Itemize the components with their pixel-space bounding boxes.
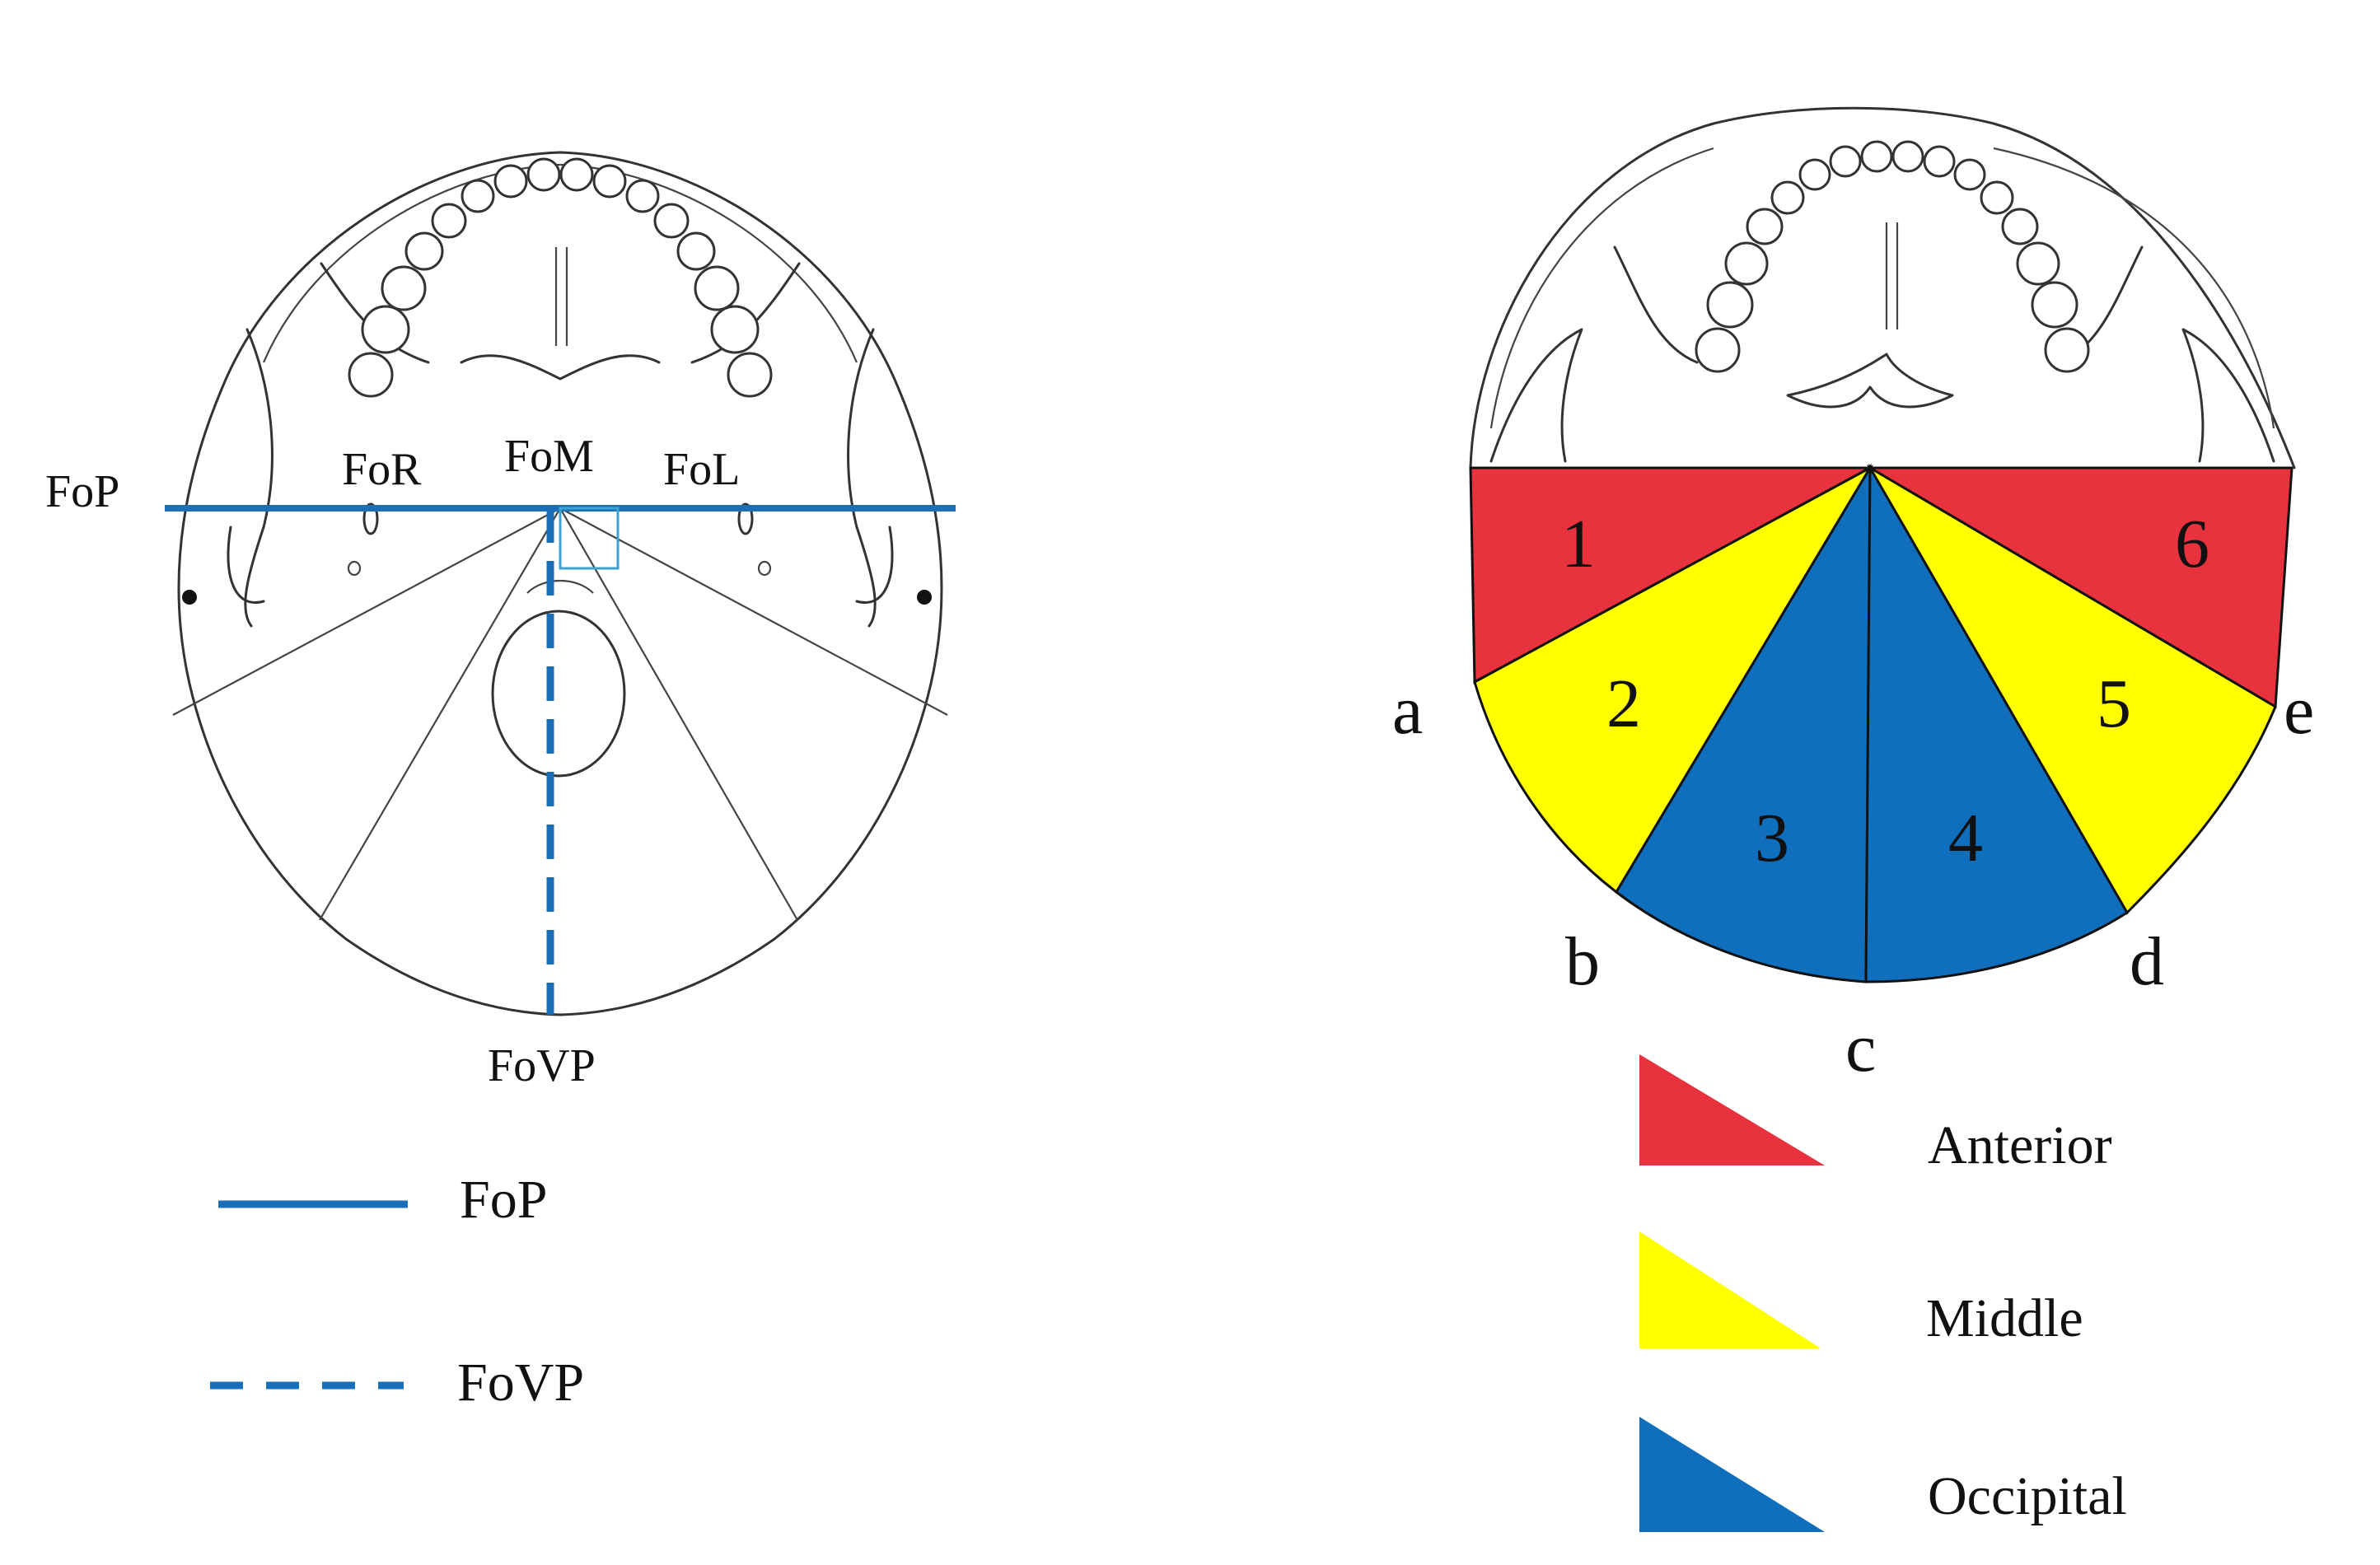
sector-number-4: 4	[1948, 800, 1983, 876]
point-label-b: b	[1565, 923, 1600, 1000]
right-skull-diagram: 1 2 3 4 5 6 a b c d e	[1392, 106, 2314, 1086]
left-sector-lines	[172, 507, 948, 921]
legend-anterior-swatch	[1639, 1054, 1825, 1166]
sector-2	[1473, 465, 1874, 895]
right-angle-marker	[559, 507, 620, 570]
label-fol: FoL	[663, 444, 740, 495]
right-legend: Anterior Middle Occipital	[1639, 1054, 2127, 1532]
legend-middle-swatch	[1639, 1231, 1821, 1348]
label-fovp: FoVP	[488, 1040, 596, 1091]
legend-anterior-label: Anterior	[1928, 1115, 2112, 1175]
point-label-c: c	[1845, 1010, 1876, 1086]
point-label-a: a	[1392, 672, 1423, 749]
right-dental-arch	[1695, 140, 2090, 373]
foramen-magnum	[491, 610, 626, 778]
sector-number-6: 6	[2175, 506, 2209, 582]
left-legend: FoP FoVP	[210, 1170, 584, 1413]
sector-number-5: 5	[2097, 666, 2131, 742]
left-dental-arch	[348, 157, 773, 398]
legend-fovp-label: FoVP	[457, 1352, 584, 1413]
left-skull-diagram: FoP FoR FoM FoL FoVP	[45, 151, 956, 1091]
label-fop: FoP	[45, 466, 119, 517]
sector-number-1: 1	[1561, 506, 1596, 582]
sector-3	[1615, 463, 1872, 983]
sector-5	[1866, 464, 2277, 915]
legend-middle-label: Middle	[1926, 1288, 2083, 1348]
sector-number-2: 2	[1606, 666, 1641, 742]
label-for: FoR	[342, 444, 422, 495]
legend-occipital-label: Occipital	[1928, 1466, 2127, 1526]
right-skull-outline	[1469, 106, 2296, 470]
left-dot-right	[182, 590, 197, 605]
left-skull-outline	[177, 151, 943, 1016]
sector-number-3: 3	[1755, 800, 1789, 876]
left-zygoma-left	[847, 328, 877, 628]
legend-occipital-swatch	[1639, 1417, 1825, 1532]
left-zygoma-right	[244, 328, 274, 628]
legend-fop-label: FoP	[460, 1170, 547, 1230]
point-label-e: e	[2284, 672, 2314, 749]
sector-4	[1864, 463, 2130, 983]
left-dot-left	[917, 590, 932, 605]
label-fom: FoM	[504, 431, 594, 482]
point-label-d: d	[2130, 923, 2164, 1000]
